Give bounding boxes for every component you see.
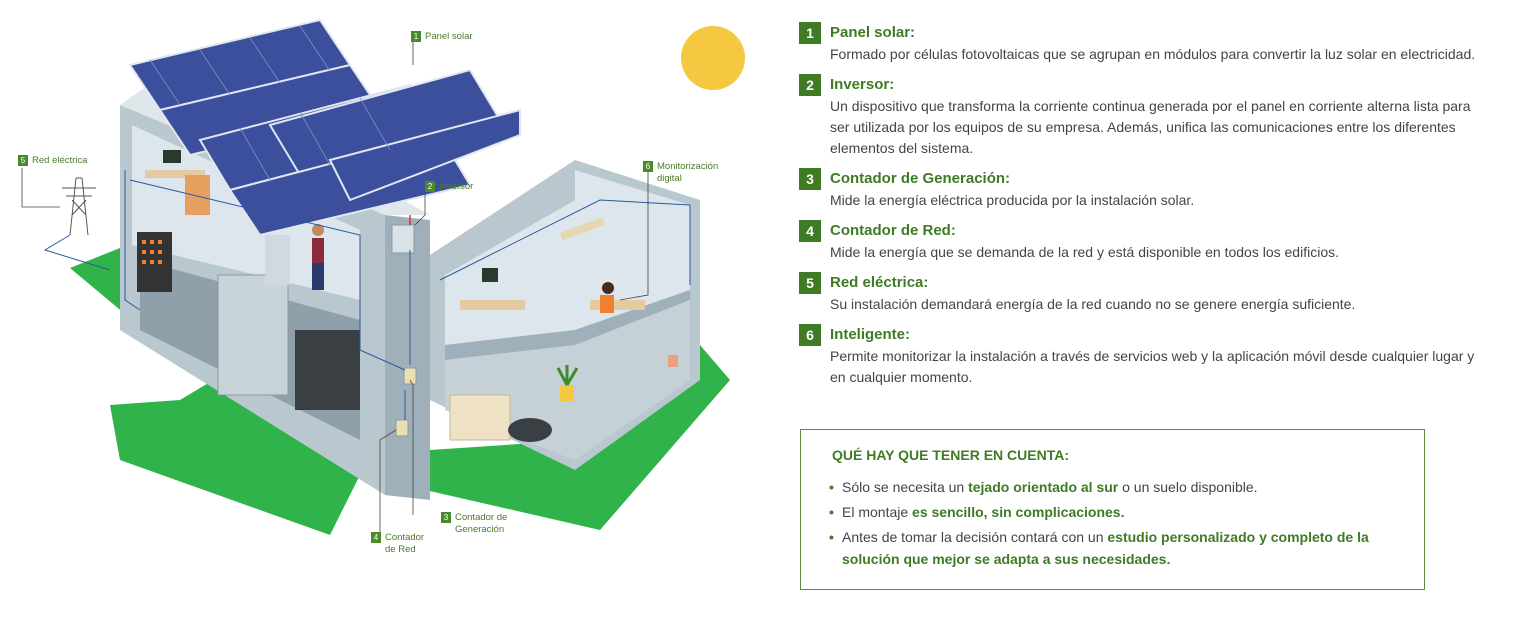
callout-monitorizacion: 6 Monitorización digital bbox=[643, 161, 728, 185]
list-item: 2 Inversor: Un dispositivo que transform… bbox=[799, 74, 1479, 159]
item-title: Panel solar: bbox=[830, 24, 916, 41]
inverter-device bbox=[391, 224, 415, 254]
list-item: 6 Inteligente: Permite monitorizar la in… bbox=[799, 324, 1479, 388]
list-item: 4 Contador de Red: Mide la energía que s… bbox=[799, 220, 1479, 263]
item-title: Inteligente: bbox=[830, 326, 911, 343]
notice-heading: QUÉ HAY QUE TENER EN CUENTA: bbox=[832, 447, 1069, 463]
callout-red-electrica: 5 Red eléctrica bbox=[18, 155, 87, 167]
item-title: Red eléctrica: bbox=[830, 274, 929, 291]
item-number-badge: 1 bbox=[799, 22, 821, 44]
notice-list: • Sólo se necesita un tejado orientado a… bbox=[829, 476, 1409, 573]
sun-icon bbox=[681, 26, 745, 90]
item-title: Contador de Generación: bbox=[830, 170, 1011, 187]
callout-contador-red: 4 Contador de Red bbox=[371, 532, 431, 556]
item-number-badge: 4 bbox=[799, 220, 821, 242]
list-item: 3 Contador de Generación: Mide la energí… bbox=[799, 168, 1479, 211]
notice-bullet: • El montaje es sencillo, sin complicaci… bbox=[829, 501, 1409, 523]
item-description: Su instalación demandará energía de la r… bbox=[830, 296, 1356, 312]
item-title: Inversor: bbox=[830, 76, 895, 93]
item-title: Contador de Red: bbox=[830, 222, 956, 239]
list-item: 1 Panel solar: Formado por células fotov… bbox=[799, 22, 1479, 65]
notice-bullet: • Antes de tomar la decisión contará con… bbox=[829, 526, 1409, 570]
item-number-badge: 2 bbox=[799, 74, 821, 96]
item-number-badge: 6 bbox=[799, 324, 821, 346]
item-description: Formado por células fotovoltaicas que se… bbox=[830, 46, 1476, 62]
solar-house-illustration: 1 Panel solar 2 Inversor 3 Contador de G… bbox=[0, 0, 760, 615]
callout-contador-generacion: 3 Contador de Generación bbox=[441, 512, 521, 536]
power-pylon-icon bbox=[62, 177, 96, 236]
bullet-icon: • bbox=[829, 479, 834, 495]
notice-box: QUÉ HAY QUE TENER EN CUENTA: • Sólo se n… bbox=[800, 429, 1425, 590]
solar-panels bbox=[128, 18, 521, 237]
house-drawing bbox=[21, 18, 745, 535]
component-list: 1 Panel solar: Formado por células fotov… bbox=[799, 22, 1479, 397]
item-description: Mide la energía que se demanda de la red… bbox=[830, 244, 1339, 260]
bullet-icon: • bbox=[829, 529, 834, 545]
bullet-icon: • bbox=[829, 504, 834, 520]
notice-bullet: • Sólo se necesita un tejado orientado a… bbox=[829, 476, 1409, 498]
item-description: Permite monitorizar la instalación a tra… bbox=[830, 348, 1475, 385]
list-item: 5 Red eléctrica: Su instalación demandar… bbox=[799, 272, 1479, 315]
item-number-badge: 3 bbox=[799, 168, 821, 190]
item-number-badge: 5 bbox=[799, 272, 821, 294]
item-description: Mide la energía eléctrica producida por … bbox=[830, 192, 1195, 208]
item-description: Un dispositivo que transforma la corrien… bbox=[830, 98, 1471, 156]
callout-inversor: 2 Inversor bbox=[425, 181, 473, 193]
callout-panel-solar: 1 Panel solar bbox=[411, 31, 473, 43]
